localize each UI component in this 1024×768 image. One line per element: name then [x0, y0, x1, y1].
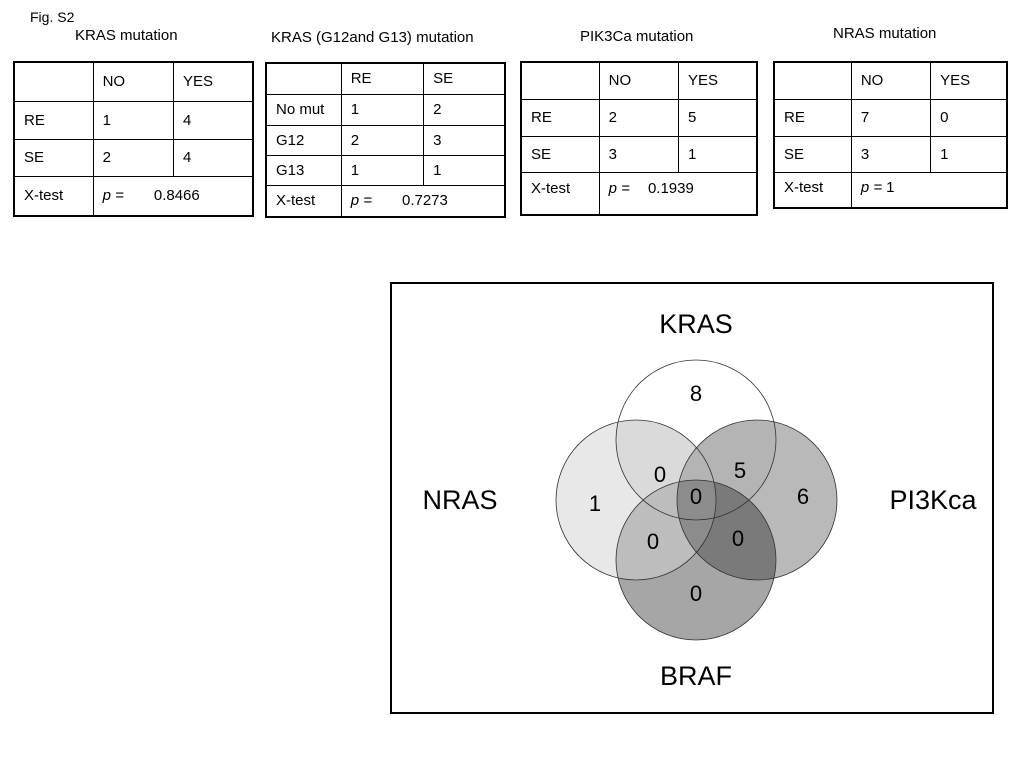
count-kras-nras: 0: [654, 462, 666, 487]
count-braf-only: 0: [690, 581, 702, 606]
count-center: 0: [690, 484, 702, 509]
table-row: RE 2 5: [520, 98, 758, 137]
row-label: SE: [520, 135, 600, 173]
pi3kca-outline: [676, 419, 838, 581]
table-cell: 1: [92, 100, 174, 140]
table-title-kras-g12-g13: KRAS (G12and G13) mutation: [271, 29, 474, 46]
test-row: X-test p =1: [773, 171, 1008, 209]
table-header-row: NO YES: [520, 61, 758, 100]
table-cell: 3: [423, 124, 506, 156]
table-row: SE 3 1: [520, 135, 758, 173]
test-row: X-test p = 0.1939: [520, 171, 758, 216]
table-cell: 2: [340, 124, 425, 156]
table-header-row: NO YES: [13, 61, 254, 102]
p-symbol: p =: [102, 187, 124, 205]
row-label: SE: [13, 138, 94, 177]
p-value: 0.1939: [647, 179, 694, 197]
test-label: X-test: [13, 175, 94, 217]
p-value-cell: p =1: [850, 171, 1008, 209]
table-kras: NO YES RE 1 4 SE 2 4 X-test p =0.8466: [13, 61, 254, 217]
header-cell: [773, 61, 852, 100]
table-cell: 0: [930, 98, 1008, 137]
row-label: No mut: [265, 93, 342, 126]
table-cell: 2: [598, 98, 680, 137]
table-title-kras: KRAS mutation: [75, 27, 178, 44]
p-value: 0.7273: [401, 192, 448, 210]
set-label-braf: BRAF: [660, 661, 732, 691]
count-nras-braf: 0: [647, 529, 659, 554]
p-symbol: p =: [860, 178, 883, 196]
set-label-pi3kca: PI3Kca: [889, 485, 977, 515]
test-label: X-test: [773, 171, 852, 209]
table-title-nras: NRAS mutation: [833, 25, 937, 42]
count-pi3kca-only: 6: [797, 484, 809, 509]
count-kras-pi3kca: 5: [734, 458, 746, 483]
count-pi3kca-braf: 0: [732, 526, 744, 551]
header-cell: NO: [92, 61, 174, 102]
p-value-cell: p = 0.8466: [92, 175, 254, 217]
header-cell: SE: [423, 62, 506, 95]
kras-outline: [615, 359, 777, 521]
test-label: X-test: [520, 171, 600, 216]
set-label-nras: NRAS: [422, 485, 497, 515]
test-label: X-test: [265, 184, 342, 218]
p-value-cell: p = 0.7273: [340, 184, 506, 218]
header-cell: RE: [340, 62, 425, 95]
venn-frame: [390, 282, 994, 714]
test-row: X-test p = 0.7273: [265, 184, 506, 218]
table-pik3ca: NO YES RE 2 5 SE 3 1 X-test p = 0.1939: [520, 61, 758, 216]
table-cell: 1: [930, 135, 1008, 173]
count-kras-only: 8: [690, 381, 702, 406]
p-value: 0.8466: [153, 187, 200, 205]
nras-outline: [555, 419, 717, 581]
p-symbol: p =: [350, 192, 372, 210]
table-nras: NO YES RE 7 0 SE 3 1 X-test p =1: [773, 61, 1008, 209]
table-cell: 2: [92, 138, 174, 177]
table-row: SE 2 4: [13, 138, 254, 177]
p-value-cell: p = 0.1939: [598, 171, 758, 216]
table-kras-g12-g13: RE SE No mut 1 2 G12 2 3 G13 1 1 X-test …: [265, 62, 506, 218]
table-header-row: NO YES: [773, 61, 1008, 100]
table-header-row: RE SE: [265, 62, 506, 95]
table-title-pik3ca: PIK3Ca mutation: [580, 28, 694, 45]
row-label: G13: [265, 154, 342, 186]
p-value: 1: [886, 178, 895, 196]
header-cell: YES: [172, 61, 254, 102]
row-label: RE: [773, 98, 852, 137]
table-row: No mut 1 2: [265, 93, 506, 126]
table-row: G12 2 3: [265, 124, 506, 156]
p-symbol: p =: [608, 179, 630, 197]
figure-label: Fig. S2: [30, 9, 75, 25]
header-cell: [265, 62, 342, 95]
table-row: SE 3 1: [773, 135, 1008, 173]
table-cell: 1: [340, 93, 425, 126]
table-row: G13 1 1: [265, 154, 506, 186]
braf-outline: [615, 479, 777, 641]
set-label-kras: KRAS: [659, 309, 733, 339]
count-nras-only: 1: [589, 491, 601, 516]
header-cell: NO: [850, 61, 932, 100]
table-cell: 1: [340, 154, 425, 186]
test-row: X-test p = 0.8466: [13, 175, 254, 217]
table-cell: 3: [850, 135, 932, 173]
